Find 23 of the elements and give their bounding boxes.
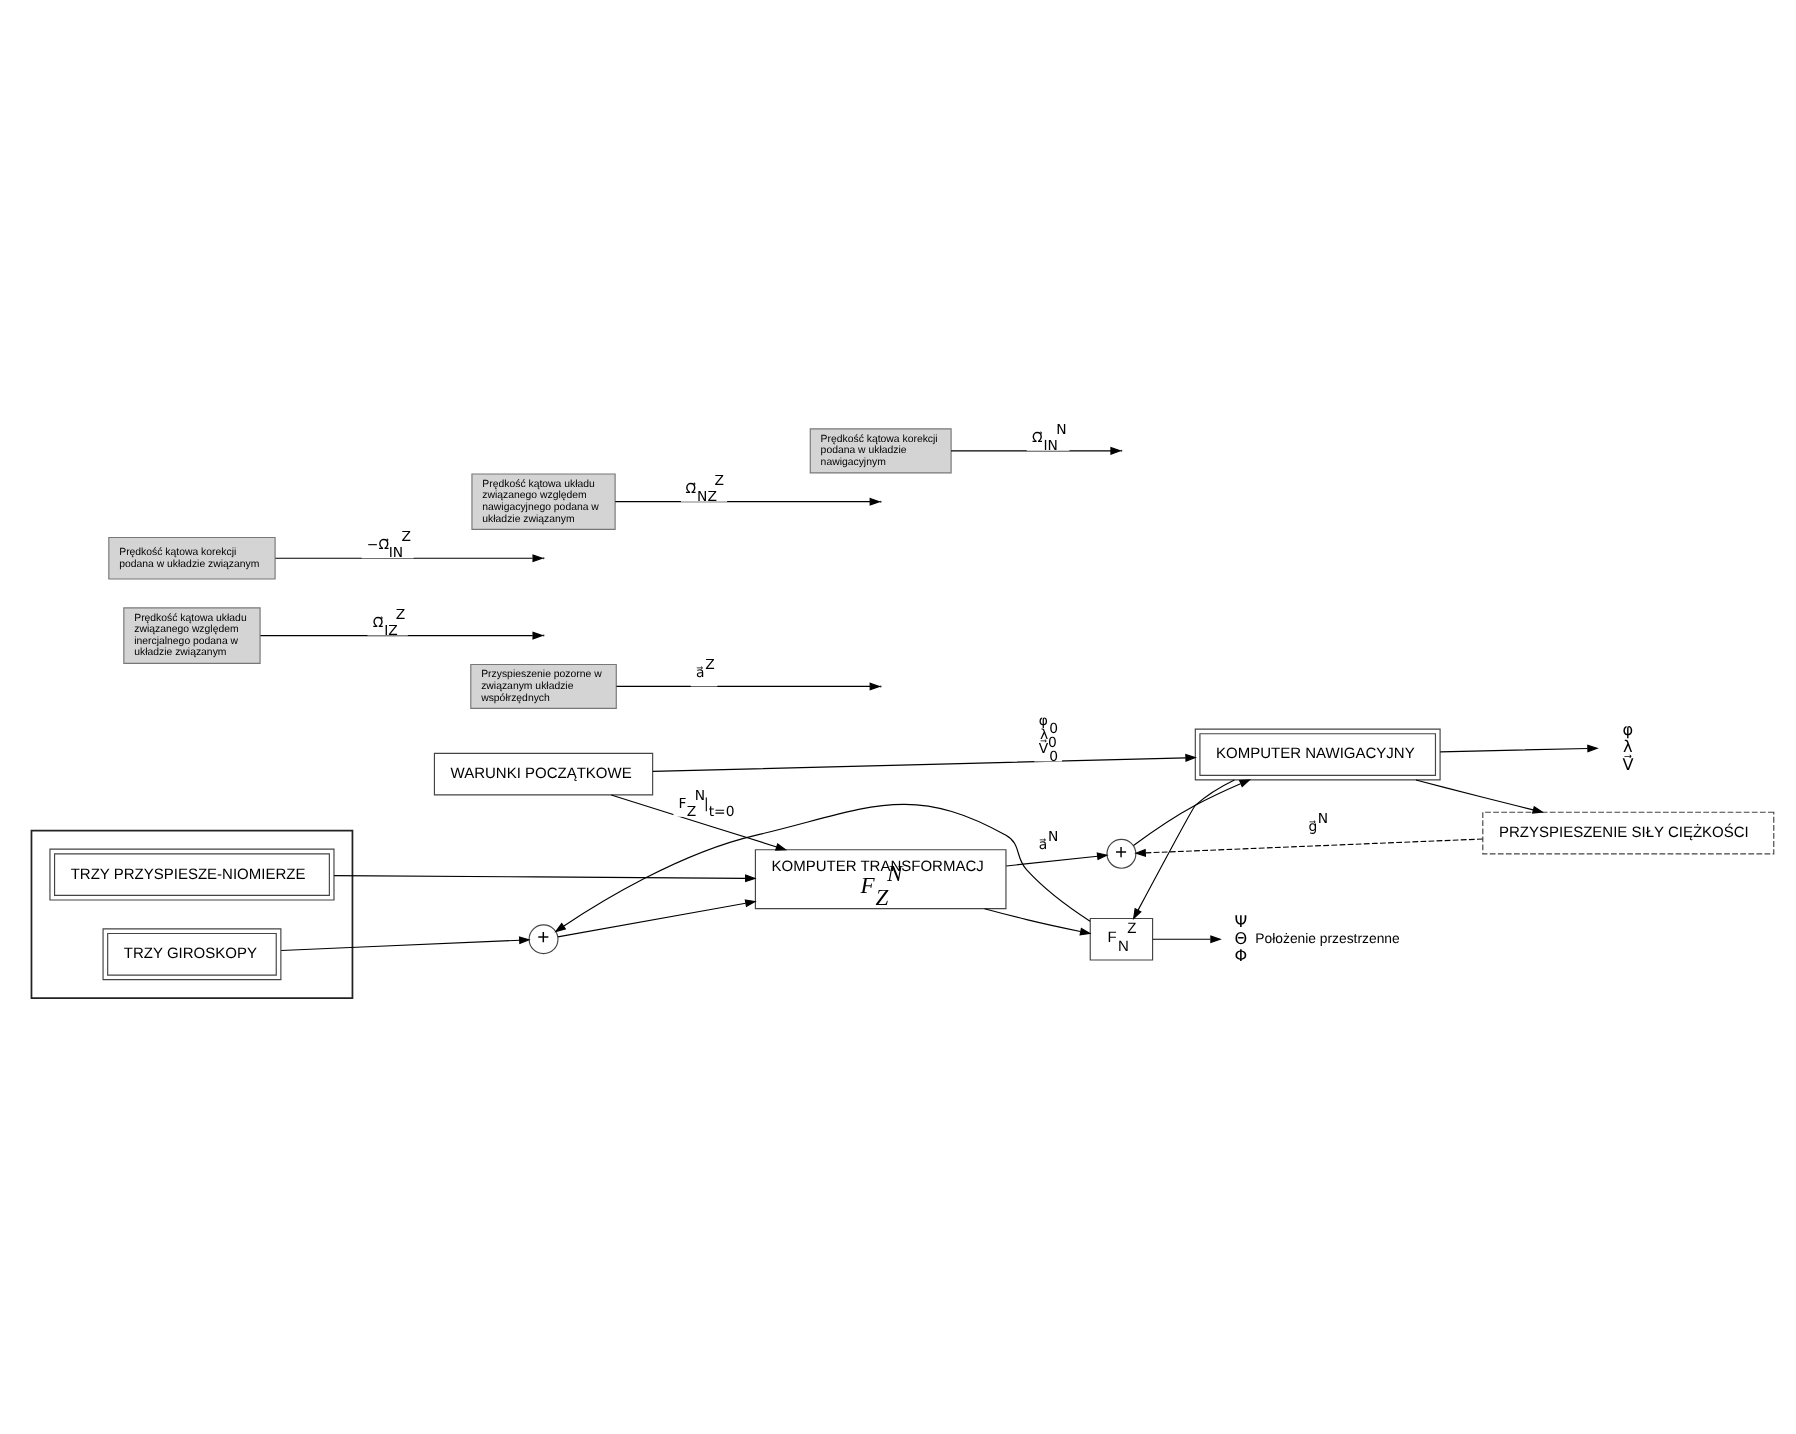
arrow [1152,935,1222,944]
arrow [1132,779,1251,847]
arrow [652,753,1197,772]
arrow [333,874,757,883]
arrow [1415,779,1545,814]
arrow [615,682,882,691]
cluster [30,829,354,999]
arrow [1005,852,1109,867]
arrow [274,554,544,563]
node-circle: + [528,924,559,955]
node-circle: + [1106,838,1137,869]
arrow [983,908,1092,936]
arrow [614,497,882,506]
arrow [280,936,531,952]
node-text: φ λ V⃗ [1622,719,1634,774]
arrow [554,803,1091,933]
arrow [950,446,1122,455]
arrow [1439,744,1599,753]
arrow [1132,779,1235,920]
arrow [1134,838,1484,857]
node-text: Ψ Θ Φ [1234,910,1248,966]
arrow [259,631,544,640]
arrow [557,899,757,938]
